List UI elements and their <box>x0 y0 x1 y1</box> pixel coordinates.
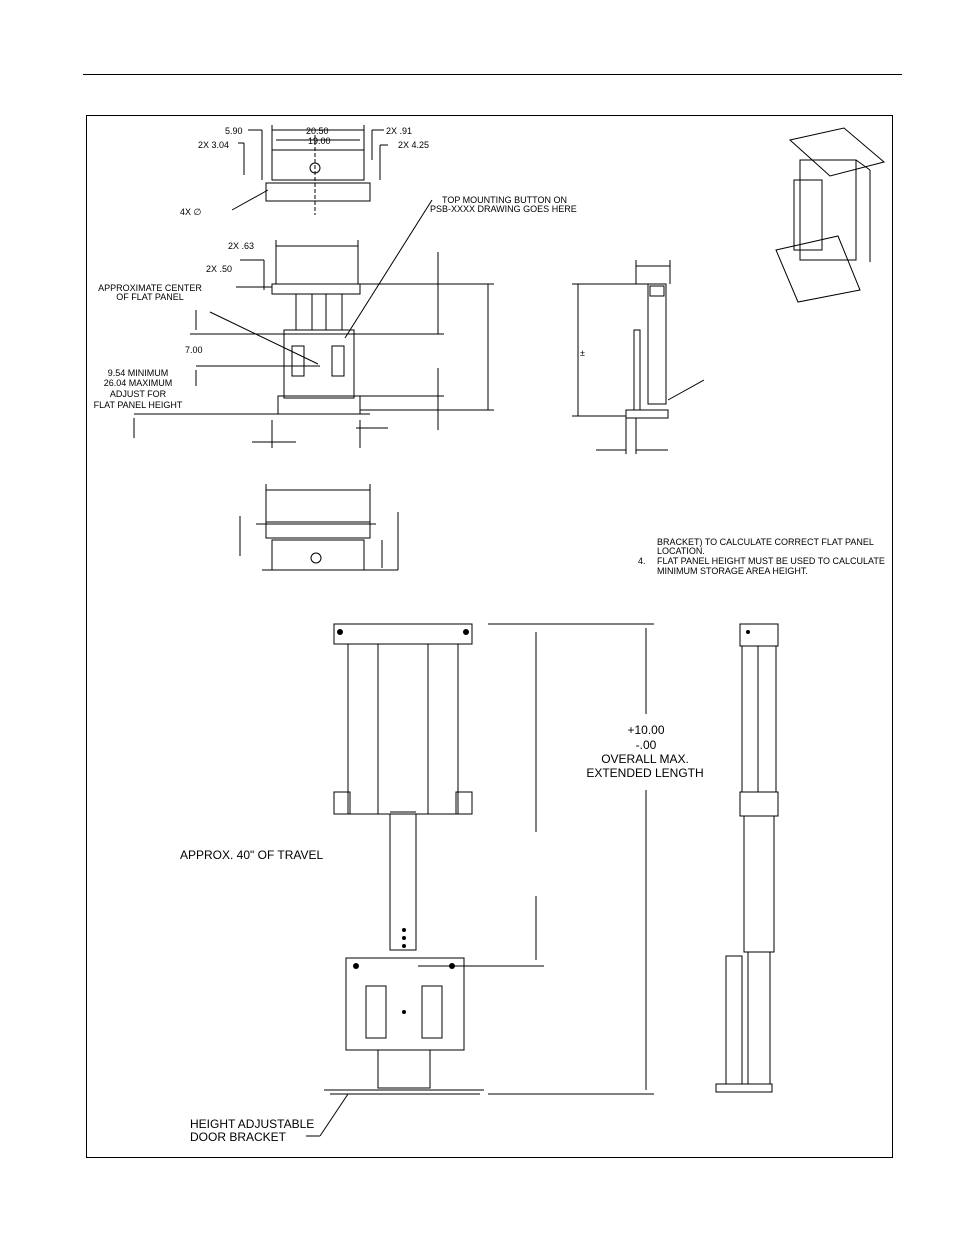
overall-label-1: OVERALL MAX. <box>601 752 689 766</box>
travel-label: APPROX. 40" OF TRAVEL <box>180 848 324 862</box>
isometric-view <box>775 127 886 303</box>
tolerance-plus: +10.00 <box>627 723 665 737</box>
top-view-plate <box>231 125 388 215</box>
note-adjust-1: 9.54 MINIMUM <box>107 368 169 378</box>
large-side-view <box>715 623 779 1093</box>
header-rule <box>83 74 902 75</box>
dim-5-90: 5.90 <box>225 126 243 136</box>
large-front-view <box>306 623 654 1137</box>
dim-19-00: 19.00 <box>308 136 331 146</box>
mounting-holes <box>337 629 750 1014</box>
tolerance-minus: -.00 <box>635 738 657 752</box>
note-line-1: BRACKET) TO CALCULATE CORRECT FLAT PANEL <box>657 537 874 547</box>
note-line-4: MINIMUM STORAGE AREA HEIGHT. <box>657 566 808 576</box>
dim-2x-50: 2X .50 <box>206 264 233 274</box>
front-view <box>133 240 494 448</box>
note-adjust-2: 26.04 MAXIMUM <box>103 378 173 388</box>
top-mount-leader <box>344 199 433 339</box>
side-view <box>572 260 705 454</box>
dim-2x-63: 2X .63 <box>228 241 255 251</box>
note-adjust-4: FLAT PANEL HEIGHT <box>93 400 183 410</box>
dim-7-00: 7.00 <box>185 345 203 355</box>
note-adjust-3: ADJUST FOR <box>109 389 167 399</box>
dim-4x-dia: 4X ∅ <box>180 207 202 217</box>
dim-plus-minus: ± <box>580 348 585 358</box>
dim-2x-4-25: 2X 4.25 <box>398 140 430 150</box>
door-bracket-label-2: DOOR BRACKET <box>190 1130 287 1144</box>
drawing-frame <box>86 115 893 1158</box>
note-center-1: APPROXIMATE CENTER <box>98 283 202 293</box>
note-line-3: FLAT PANEL HEIGHT MUST BE USED TO CALCUL… <box>657 556 885 566</box>
overall-label-2: EXTENDED LENGTH <box>586 766 704 780</box>
note-top-mount-1: TOP MOUNTING BUTTON ON <box>442 195 568 205</box>
note-line-2: LOCATION. <box>657 546 705 556</box>
dim-2x-3-04: 2X 3.04 <box>198 140 230 150</box>
door-bracket-label-1: HEIGHT ADJUSTABLE <box>190 1117 315 1131</box>
dim-20-50: 20.50 <box>306 126 329 136</box>
bottom-view <box>239 484 399 571</box>
note-center-2: OF FLAT PANEL <box>116 292 184 302</box>
note-top-mount-2: PSB-XXXX DRAWING GOES HERE <box>430 204 577 214</box>
note-number-4: 4. <box>638 556 646 566</box>
dim-2x-91: 2X .91 <box>386 126 413 136</box>
